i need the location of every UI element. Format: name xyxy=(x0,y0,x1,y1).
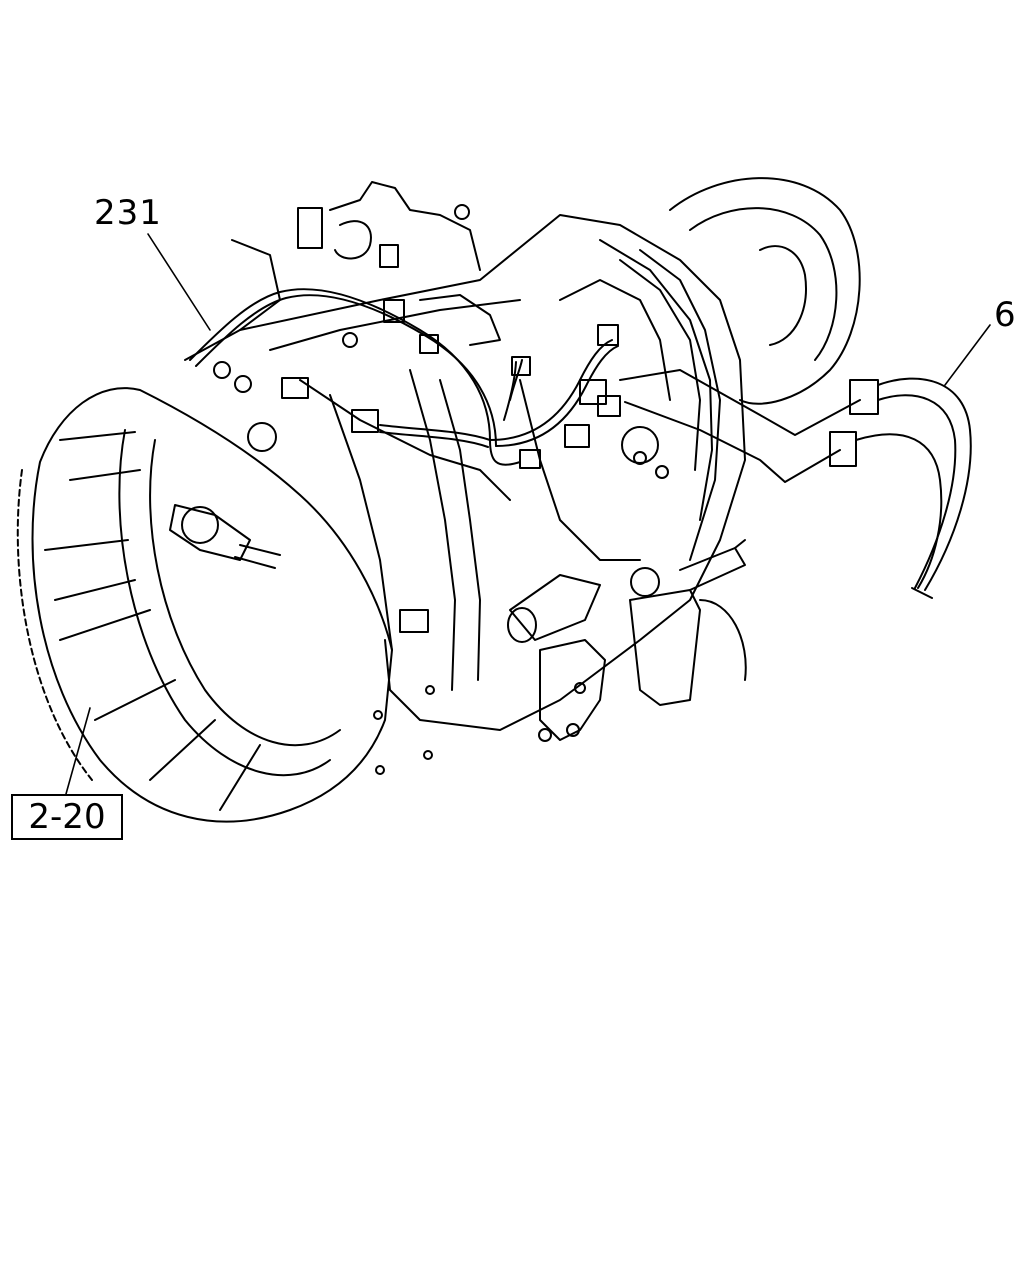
callout-231: 231 xyxy=(94,193,162,233)
callout-ref-2-20[interactable]: 2-20 xyxy=(11,794,123,840)
callout-6: 6 xyxy=(994,295,1016,335)
bell-housing xyxy=(16,387,393,823)
leader-lines xyxy=(65,233,991,795)
wire-harness-6 xyxy=(619,369,972,599)
transmission-case xyxy=(184,177,861,775)
wire-harness-231 xyxy=(189,288,621,469)
